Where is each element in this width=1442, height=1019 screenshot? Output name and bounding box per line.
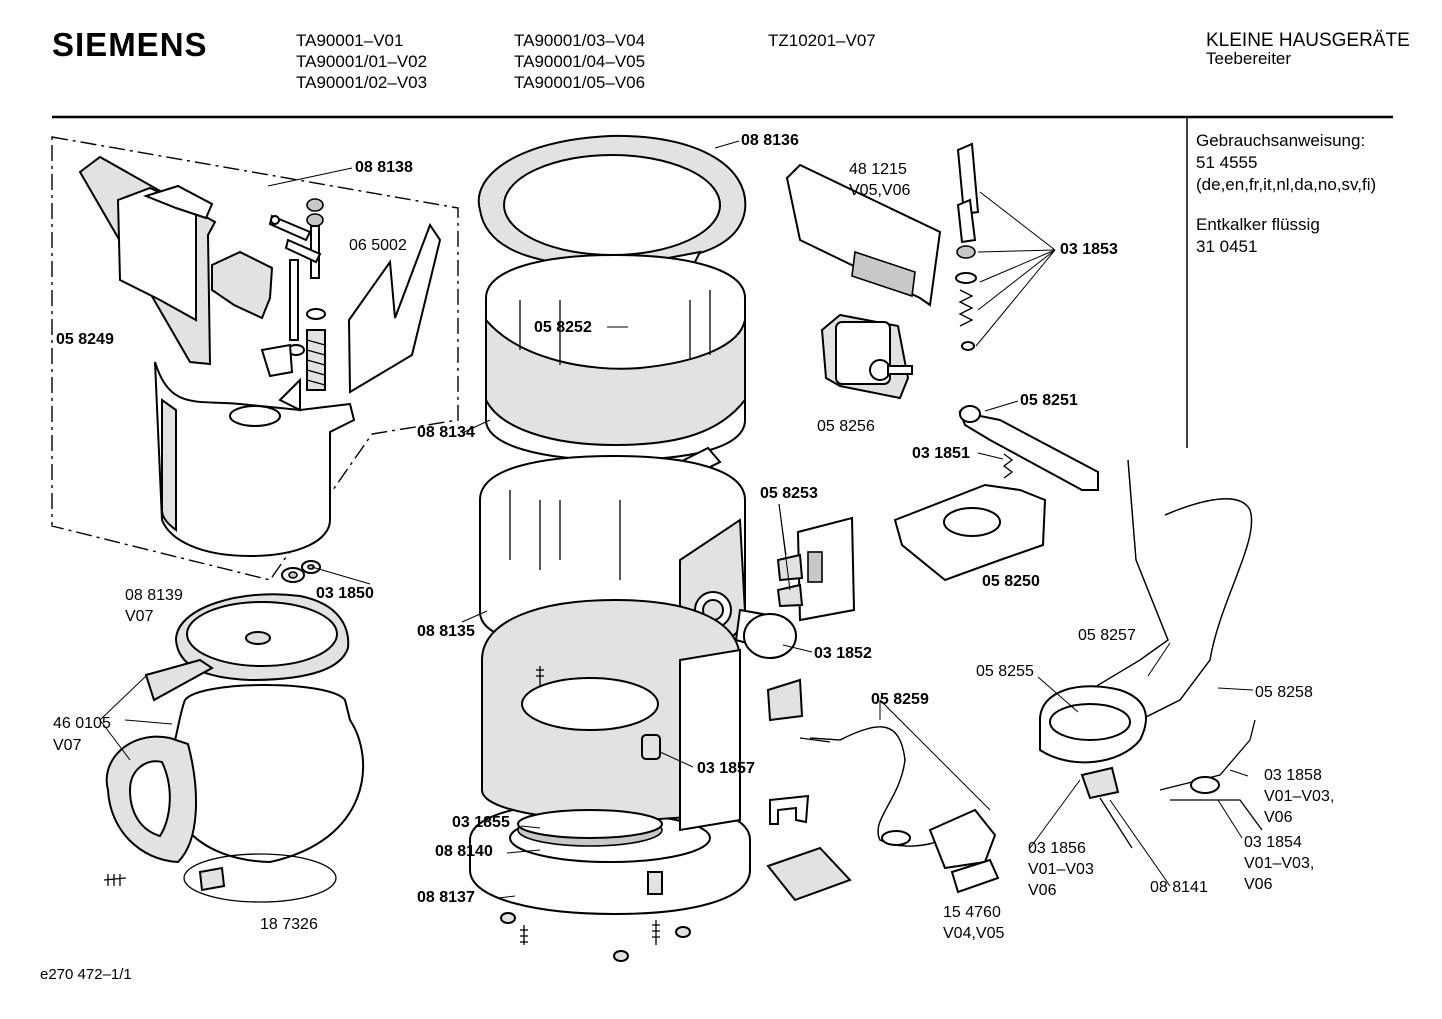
filter-basket-part [154, 361, 356, 558]
clip-part [211, 250, 294, 378]
part-label-058259: 05 8259 [871, 691, 929, 708]
part-label-088139-variant: V07 [125, 608, 154, 625]
base-housing-part [469, 598, 751, 916]
part-label-058252: 05 8252 [534, 319, 592, 336]
part-label-460105: 46 0105 [53, 715, 111, 732]
jug-ring-part [183, 853, 337, 903]
feet-screws-part [500, 666, 691, 962]
cable-part [1159, 719, 1256, 791]
part-label-058249: 05 8249 [56, 331, 114, 348]
glass-jug-part [105, 658, 365, 864]
part-label-031856-variant-1: V01–V03 [1028, 861, 1094, 878]
part-label-187326: 18 7326 [260, 916, 318, 933]
part-label-031853: 03 1853 [1060, 241, 1118, 258]
part-label-088139: 08 8139 [125, 587, 183, 604]
part-label-031854: 03 1854 [1244, 834, 1302, 851]
part-label-031858-variant-1: V01–V03, [1264, 788, 1335, 805]
push-rod-part [958, 405, 1099, 491]
model-list-1: TA90001–V01 TA90001/01–V02 TA90001/02–V0… [296, 31, 428, 92]
part-label-058255: 05 8255 [976, 663, 1034, 680]
manual-number: 51 4555 [1196, 153, 1258, 172]
leader-lines [99, 140, 1254, 899]
part-label-031858-variant-2: V06 [1264, 809, 1293, 826]
part-label-031851: 03 1851 [912, 445, 970, 462]
valve-stack-part [268, 198, 326, 391]
manual-languages: (de,en,fr,it,nl,da,no,sv,fi) [1196, 175, 1377, 194]
thermostat-part [1080, 766, 1120, 800]
model-list-2: TA90001/03–V04 TA90001/04–V05 TA90001/05… [514, 31, 646, 92]
upper-housing-part [485, 253, 746, 482]
part-label-058251: 05 8251 [1020, 392, 1078, 409]
part-label-031858: 03 1858 [1264, 767, 1322, 784]
part-label-058250: 05 8250 [982, 573, 1040, 590]
part-label-481215: 48 1215 [849, 161, 907, 178]
part-label-058257: 05 8257 [1078, 627, 1136, 644]
document-id: e270 472–1/1 [40, 966, 132, 983]
category-title: KLEINE HAUSGERÄTE [1206, 30, 1410, 51]
part-label-031856-variant-2: V06 [1028, 882, 1057, 899]
part-label-481215-variants: V05,V06 [849, 182, 911, 199]
knob-part [734, 608, 797, 659]
part-label-058258: 05 8258 [1255, 684, 1313, 701]
part-label-154760: 15 4760 [943, 904, 1001, 921]
part-label-088137: 08 8137 [417, 889, 475, 906]
part-label-031852: 03 1852 [814, 645, 872, 662]
fuse-part [950, 858, 1000, 894]
descaler-number: 31 0451 [1196, 237, 1258, 256]
part-label-088141: 08 8141 [1150, 879, 1208, 896]
part-label-088134: 08 8134 [417, 424, 475, 441]
part-label-031854-variant-2: V06 [1244, 876, 1273, 893]
bracket-plate-part [796, 516, 856, 622]
part-label-031856: 03 1856 [1028, 840, 1086, 857]
manual-label: Gebrauchsanweisung: [1196, 131, 1366, 150]
subcategory-title: Teebereiter [1206, 49, 1292, 68]
part-label-088140: 08 8140 [435, 843, 493, 860]
power-cord-part [809, 726, 941, 847]
label-plate-part [766, 846, 852, 902]
part-label-088135: 08 8135 [417, 623, 475, 640]
part-label-031850: 03 1850 [316, 585, 374, 602]
part-label-460105-variant: V07 [53, 737, 82, 754]
model-list-3: TZ10201–V07 [768, 31, 876, 50]
part-label-031855: 03 1855 [452, 814, 510, 831]
brand-logo: SIEMENS [52, 26, 208, 63]
descaler-label: Entkalker flüssig [1196, 215, 1320, 234]
micro-switch-part [766, 678, 804, 722]
part-label-088136: 08 8136 [741, 132, 799, 149]
part-label-031857: 03 1857 [697, 760, 755, 777]
lid-part [477, 134, 747, 273]
part-label-154760-variant: V04,V05 [943, 925, 1005, 942]
part-label-088138: 08 8138 [355, 159, 413, 176]
seal-bag-part [347, 222, 442, 394]
timer-part [820, 313, 913, 400]
switch-parts [955, 142, 980, 351]
part-label-065002: 06 5002 [349, 237, 407, 254]
water-tube-part [1089, 459, 1169, 691]
part-label-031854-variant-1: V01–V03, [1244, 855, 1315, 872]
part-label-058253: 05 8253 [760, 485, 818, 502]
filter-cover-part [78, 155, 217, 366]
clamp-part [769, 794, 810, 825]
part-label-058256: 05 8256 [817, 418, 875, 435]
jug-lid-part [174, 593, 350, 682]
